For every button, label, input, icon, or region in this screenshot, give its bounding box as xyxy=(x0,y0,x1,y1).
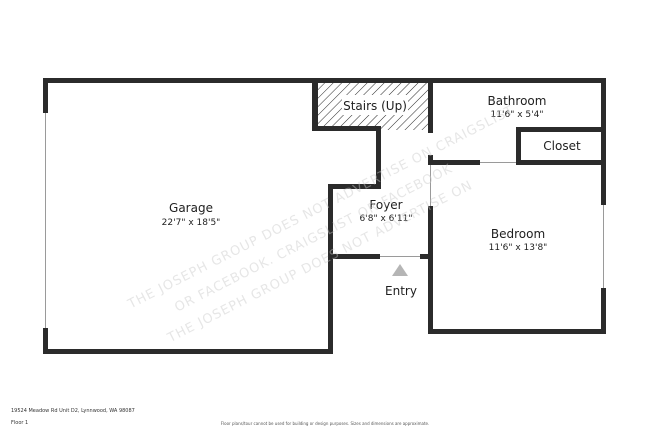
bedroom-dims: 11'6" x 13'8" xyxy=(489,243,548,253)
garage-dims: 22'7" x 18'5" xyxy=(162,218,221,228)
walls xyxy=(43,78,606,354)
closet-name: Closet xyxy=(543,139,581,153)
foyer-name: Foyer xyxy=(369,198,402,212)
entry-arrow-icon xyxy=(392,264,408,276)
floor-label: Floor 1 xyxy=(11,420,29,426)
stairs-label-bg xyxy=(342,95,408,115)
entry-label: Entry xyxy=(385,284,417,298)
disclaimer: Floor plans/tour cannot be used for buil… xyxy=(220,421,430,426)
garage-name: Garage xyxy=(169,201,213,215)
bathroom-name: Bathroom xyxy=(488,94,547,108)
bedroom-name: Bedroom xyxy=(491,227,545,241)
windows xyxy=(45,113,604,328)
bathroom-dims: 11'6" x 5'4" xyxy=(491,110,544,120)
property-address: 19524 Meadow Rd Unit D2, Lynnwood, WA 98… xyxy=(11,408,135,414)
stairs-name: Stairs (Up) xyxy=(343,99,407,113)
foyer-dims: 6'8" x 6'11" xyxy=(360,214,413,224)
